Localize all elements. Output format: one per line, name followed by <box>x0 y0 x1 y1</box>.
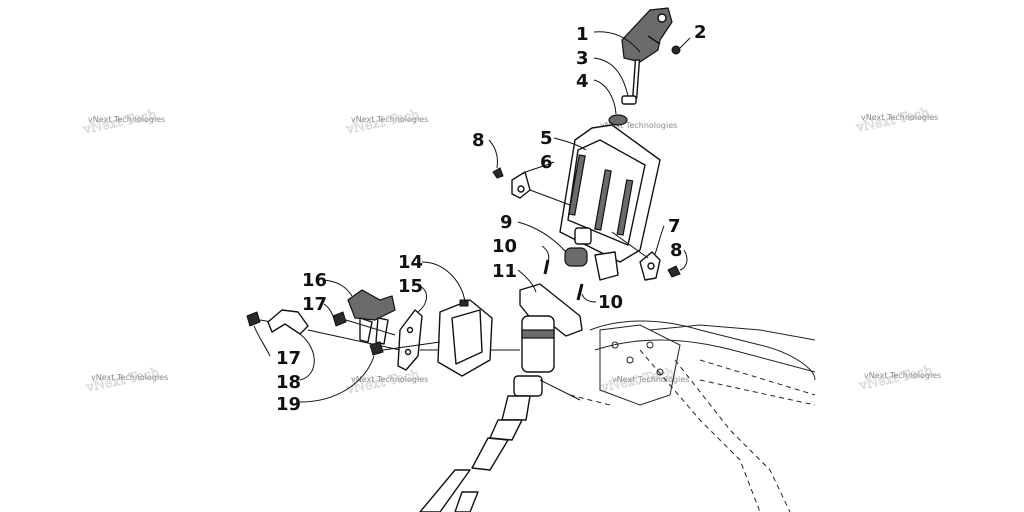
part-1-clamp-cap <box>621 7 673 99</box>
callout-16: 16 <box>302 270 327 291</box>
part-18-clamp <box>267 309 401 351</box>
part-19-bolt <box>369 341 441 356</box>
callout-4: 4 <box>576 71 589 92</box>
watermark: vNext Tech vNext Technologies <box>857 363 941 394</box>
callout-5: 5 <box>540 128 553 149</box>
svg-text:vNext Technologies: vNext Technologies <box>864 371 941 380</box>
part-10-pin <box>543 259 550 275</box>
part-11-steering-post <box>420 283 583 471</box>
svg-text:vNext Technologies: vNext Technologies <box>91 373 168 382</box>
callout-18: 18 <box>276 372 301 393</box>
vehicle-frame <box>569 320 816 512</box>
lower-shaft <box>419 469 479 512</box>
callout-17-lower: 17 <box>276 348 301 369</box>
callout-8-right: 8 <box>670 240 683 261</box>
part-8-screw <box>667 265 681 278</box>
part-7-clip <box>639 251 661 281</box>
callout-1: 1 <box>576 24 589 45</box>
part-8-screw <box>492 167 504 179</box>
watermark: vNext Tech vNext Technologies <box>84 365 168 396</box>
callout-10-left: 10 <box>492 236 517 257</box>
part-5-bracket <box>559 124 661 281</box>
leader-lines <box>253 31 688 403</box>
svg-text:vNext Technologies: vNext Technologies <box>861 113 938 122</box>
callout-14: 14 <box>398 252 423 273</box>
callout-6: 6 <box>540 152 553 173</box>
part-2-screw <box>671 37 691 55</box>
callout-19: 19 <box>276 394 301 415</box>
svg-text:vNext Technologies: vNext Technologies <box>88 115 165 124</box>
part-6-clip <box>511 171 571 206</box>
svg-text:vNext Technologies: vNext Technologies <box>600 121 677 130</box>
callout-7: 7 <box>668 216 681 237</box>
watermark: vNext Tech vNext Technologies <box>854 105 938 136</box>
part-3-spacer <box>621 95 637 105</box>
callout-8-left: 8 <box>472 130 485 151</box>
svg-text:vNext Technologies: vNext Technologies <box>351 375 428 384</box>
part-14-cover <box>437 299 493 377</box>
part-15-plate <box>397 309 423 371</box>
svg-text:vNext Technologies: vNext Technologies <box>351 115 428 124</box>
watermark: vNext Tech vNext Technologies <box>81 107 165 138</box>
watermark: vNext Technologies <box>600 121 677 130</box>
callout-3: 3 <box>576 48 589 69</box>
watermark: vNext Tech vNext Technologies <box>344 107 428 138</box>
callout-17-upper: 17 <box>302 294 327 315</box>
part-17-screw <box>332 311 396 336</box>
watermark: vNext Tech vNext Technologies <box>344 367 428 398</box>
callout-10-right: 10 <box>598 292 623 313</box>
callout-11: 11 <box>492 261 517 282</box>
callout-9: 9 <box>500 212 513 233</box>
part-16-bracket <box>347 289 396 345</box>
callout-15: 15 <box>398 276 423 297</box>
callout-2: 2 <box>694 22 707 43</box>
part-9-knob <box>564 247 588 267</box>
svg-text:vNext Technologies: vNext Technologies <box>612 375 689 384</box>
part-4-washer <box>608 114 628 126</box>
callout-labels: 1 2 3 4 5 6 7 8 8 9 10 10 11 14 15 16 17… <box>276 22 707 415</box>
part-10-pin <box>576 283 584 301</box>
